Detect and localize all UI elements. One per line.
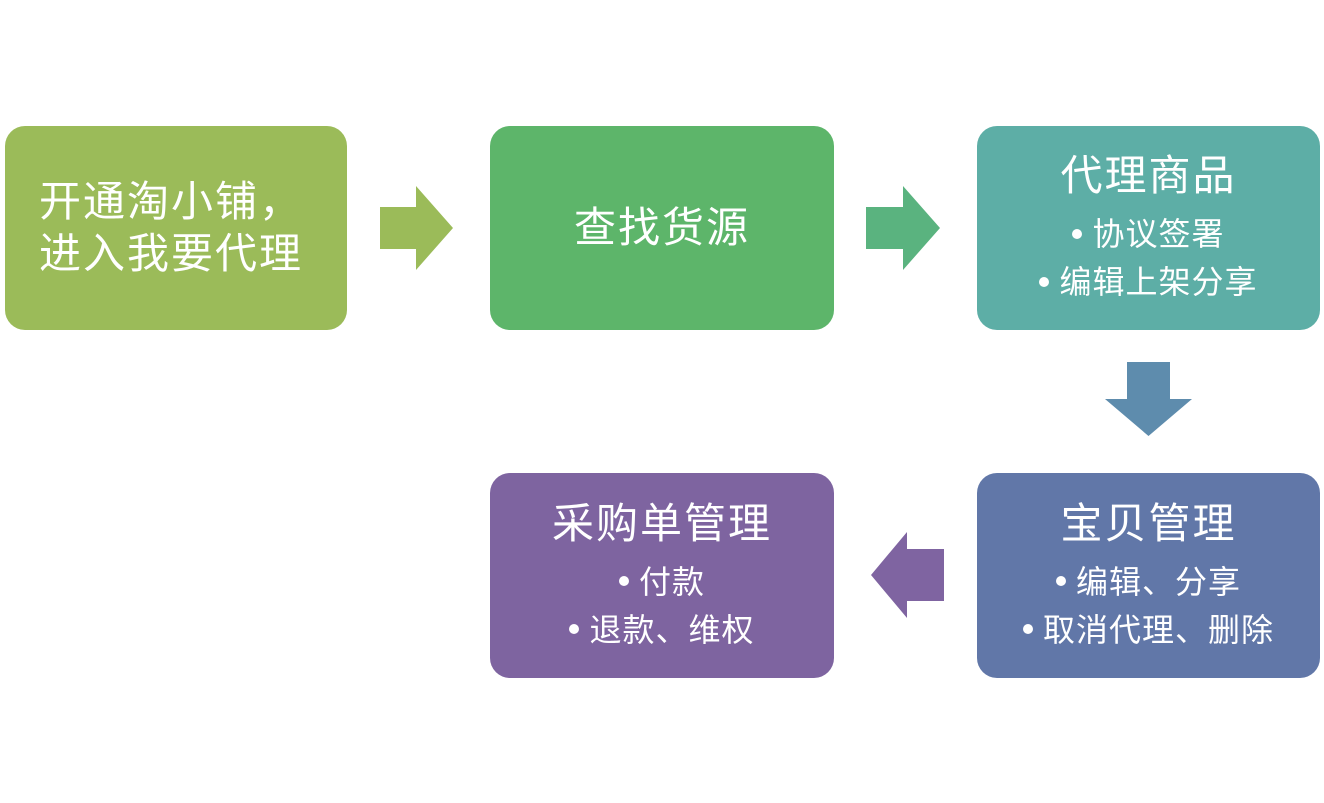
bullet-dot-icon	[569, 624, 580, 634]
step-item-management: 宝贝管理 编辑、分享 取消代理、删除	[977, 473, 1320, 678]
bullet-dot-icon	[1022, 624, 1033, 634]
bullet-item: 编辑、分享	[1023, 558, 1274, 606]
bullet-item: 付款	[569, 558, 754, 606]
bullet-dot-icon	[1055, 576, 1066, 586]
bullet-item: 取消代理、删除	[1022, 606, 1274, 654]
step-item-management-bullets: 编辑、分享 取消代理、删除	[1022, 558, 1274, 654]
step-open-shop-title-line-2: 进入我要代理	[39, 229, 304, 278]
bullet-text: 取消代理、删除	[1042, 610, 1274, 649]
bullet-text: 编辑上架分享	[1059, 263, 1258, 301]
step-purchase-order-management-title: 采购单管理	[551, 498, 772, 548]
step-agent-products-title: 代理商品	[1060, 151, 1237, 200]
arrow-down-shape	[1105, 362, 1192, 436]
bullet-item: 编辑上架分享	[1039, 258, 1257, 306]
arrow-right-icon	[380, 186, 453, 270]
bullet-dot-icon	[1072, 228, 1083, 239]
arrow-right-shape	[866, 186, 940, 270]
bullet-text: 退款、维权	[589, 610, 755, 649]
step-open-shop-title: 开通淘小铺， 进入我要代理	[5, 176, 303, 280]
arrow-right-icon	[866, 186, 940, 270]
step-open-shop: 开通淘小铺， 进入我要代理	[5, 126, 347, 330]
step-purchase-order-management-bullets: 付款 退款、维权	[569, 558, 754, 654]
bullet-text: 协议签署	[1092, 215, 1225, 253]
arrow-left-shape	[871, 532, 944, 618]
bullet-text: 编辑、分享	[1075, 562, 1241, 601]
arrow-right-shape	[380, 186, 453, 270]
step-item-management-title: 宝贝管理	[1060, 498, 1237, 548]
step-open-shop-title-line-1: 开通淘小铺，	[39, 177, 304, 226]
arrow-left-icon	[871, 532, 944, 618]
bullet-dot-icon	[618, 576, 629, 586]
step-find-source-title: 查找货源	[573, 203, 750, 252]
step-find-source: 查找货源	[490, 126, 834, 330]
bullet-item: 协议签署	[1039, 210, 1257, 258]
step-agent-products-bullets: 协议签署 编辑上架分享	[1039, 210, 1257, 306]
bullet-text: 付款	[638, 562, 705, 601]
bullet-item: 退款、维权	[569, 606, 754, 654]
bullet-dot-icon	[1039, 276, 1050, 287]
step-purchase-order-management: 采购单管理 付款 退款、维权	[490, 473, 834, 678]
arrow-down-icon	[1105, 362, 1192, 436]
step-agent-products: 代理商品 协议签署 编辑上架分享	[977, 126, 1320, 330]
